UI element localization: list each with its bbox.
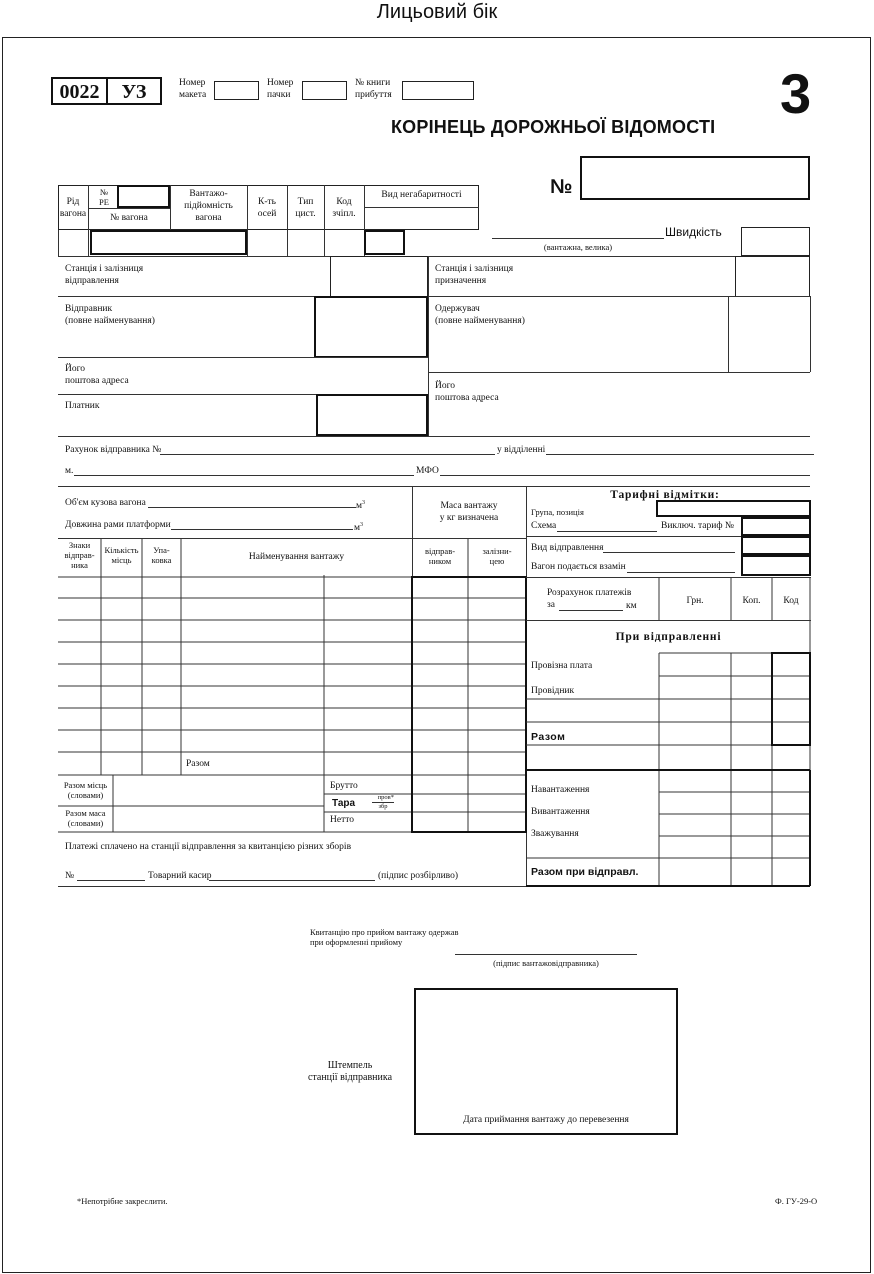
strike-note: *Непотрібне закреслити. xyxy=(77,1196,168,1206)
dispatch-type-label: Вид відправлення xyxy=(531,543,604,553)
receipt-note: Квитанцію про прийом вантажу одержав при… xyxy=(310,927,459,947)
pack-no-label: Номер пачки xyxy=(267,78,294,100)
unloading-label: Вивантаження xyxy=(531,807,590,817)
marks-header: Знаки відправ- ника xyxy=(64,540,95,570)
total-dispatch-label: Разом при відправл. xyxy=(531,866,639,878)
by-rail-header: залізни- цею xyxy=(482,546,512,566)
oversize-label: Вид негабаритності xyxy=(381,190,462,200)
wagon-number-field[interactable] xyxy=(90,230,247,255)
coupling-code-label: Код зчіпл. xyxy=(332,197,356,219)
oversize-code-field[interactable] xyxy=(364,230,405,255)
fare-label: Провізна плата xyxy=(531,661,593,671)
km-label: км xyxy=(626,601,637,611)
layout-no-label: Номер макета xyxy=(179,78,207,100)
sender-label: Відправник (повне найменування) xyxy=(65,304,155,326)
payer-code-field[interactable] xyxy=(316,394,428,436)
axles-label: К-ть осей xyxy=(257,197,277,219)
mfo-label: МФО xyxy=(416,466,439,476)
cargo-total-label: Разом xyxy=(186,759,210,769)
kop-header: Коп. xyxy=(742,596,761,606)
wagon-no-label: № вагона xyxy=(110,213,148,223)
dispatch-type-field[interactable] xyxy=(741,536,811,555)
railway-code-box xyxy=(106,77,162,105)
code-header: Код xyxy=(783,596,799,606)
dest-station-label: Станція і залізниця призначення xyxy=(435,264,514,286)
mass-header: Маса вантажу у кг визначена xyxy=(439,501,499,523)
group-label: Група, позиція xyxy=(531,507,584,517)
stamp-box[interactable] xyxy=(414,988,678,1135)
pack-header: Упа- ковка xyxy=(151,545,172,565)
cargo-name-header: Найменування вантажу xyxy=(248,552,345,562)
by-sender-header: відправ- ником xyxy=(424,546,456,566)
form-title: КОРІНЕЦЬ ДОРОЖНЬОЇ ВІДОМОСТІ xyxy=(391,117,716,137)
body-volume-unit: м3 xyxy=(356,500,366,512)
pack-no-field[interactable] xyxy=(302,81,347,100)
wagon-instead-label: Вагон подається взамін xyxy=(531,562,626,572)
shipper-signature-label: (підпис вантажовідправника) xyxy=(493,958,599,968)
paid-note: Платежі сплачено на станції відправлення… xyxy=(65,842,352,852)
tare-label: Тара xyxy=(332,798,356,809)
pe-label: № РЕ xyxy=(99,187,109,207)
sender-address-label: Його поштова адреса xyxy=(65,364,129,386)
layout-no-field[interactable] xyxy=(214,81,259,100)
stamp-label: Штемпель станції відправника xyxy=(307,1060,393,1083)
uah-header: Грн. xyxy=(686,596,704,606)
count-header: Кількість місць xyxy=(104,545,139,565)
branch-label: у відділенні xyxy=(497,445,546,455)
wagon-instead-field[interactable] xyxy=(741,555,811,576)
payer-label: Платник xyxy=(65,401,100,411)
arrival-book-field[interactable] xyxy=(402,81,474,100)
tank-type-label: Тип цист. xyxy=(295,197,316,219)
page-side-title: Лицьовий бік xyxy=(376,1,498,23)
frame-length-label: Довжина рами платформи xyxy=(65,520,171,530)
speed-label: Швидкість xyxy=(665,225,722,239)
speed-hint: (вантажна, велика) xyxy=(543,242,613,252)
sender-account-label: Рахунок відправника № xyxy=(65,445,162,455)
wagon-kind-label: Рід вагона xyxy=(59,197,87,219)
escort-label: Провідник xyxy=(531,686,575,696)
acceptance-date-label: Дата приймання вантажу до перевезення xyxy=(463,1115,629,1125)
form-code: 0022 xyxy=(59,81,100,103)
receipt-no-label: № xyxy=(65,871,75,881)
frame-length-unit: м3 xyxy=(354,522,364,534)
subtotal-label: Разом xyxy=(531,731,566,743)
net-label: Нетто xyxy=(330,815,355,825)
total-places-label: Разом місць (словами) xyxy=(63,780,108,800)
body-volume-label: Об'єм кузова вагона xyxy=(65,498,146,508)
excl-tariff-field[interactable] xyxy=(741,517,811,536)
arrival-book-label: № книги прибуття xyxy=(355,78,392,100)
excl-tariff-label: Виключ. тариф № xyxy=(661,521,734,531)
city-label: м. xyxy=(65,466,74,476)
tariff-title: Тарифні відмітки: xyxy=(610,489,720,501)
copy-number: 3 xyxy=(780,62,812,125)
pe-field[interactable] xyxy=(117,185,170,208)
cashier-signature-label: (підпис розбірливо) xyxy=(378,871,458,881)
speed-field[interactable] xyxy=(741,227,810,256)
group-field[interactable] xyxy=(656,500,811,517)
gross-label: Брутто xyxy=(330,781,358,791)
railway-code: УЗ xyxy=(121,81,147,103)
form-frame xyxy=(2,37,871,1273)
document-number-field[interactable] xyxy=(580,156,810,200)
weighing-label: Зважування xyxy=(531,829,579,839)
calc-label: Розрахунок платежів за xyxy=(547,588,632,610)
cashier-label: Товарний касир xyxy=(148,871,212,881)
receiver-address-label: Його поштова адреса xyxy=(435,381,499,403)
on-dispatch-title: При відправленні xyxy=(615,631,722,643)
loading-label: Навантаження xyxy=(531,785,590,795)
total-mass-label: Разом маса (словами) xyxy=(65,808,106,828)
tare-fraction: пров* збр xyxy=(372,794,394,811)
dep-station-label: Станція і залізниця відправлення xyxy=(65,264,144,286)
number-sign: № xyxy=(550,176,573,198)
capacity-label: Вантажо- підйомність вагона xyxy=(184,189,233,223)
scheme-label: Схема xyxy=(531,521,557,531)
form-code-footer: Ф. ГУ-29-О xyxy=(775,1196,818,1206)
receiver-label: Одержувач (повне найменування) xyxy=(435,304,525,326)
